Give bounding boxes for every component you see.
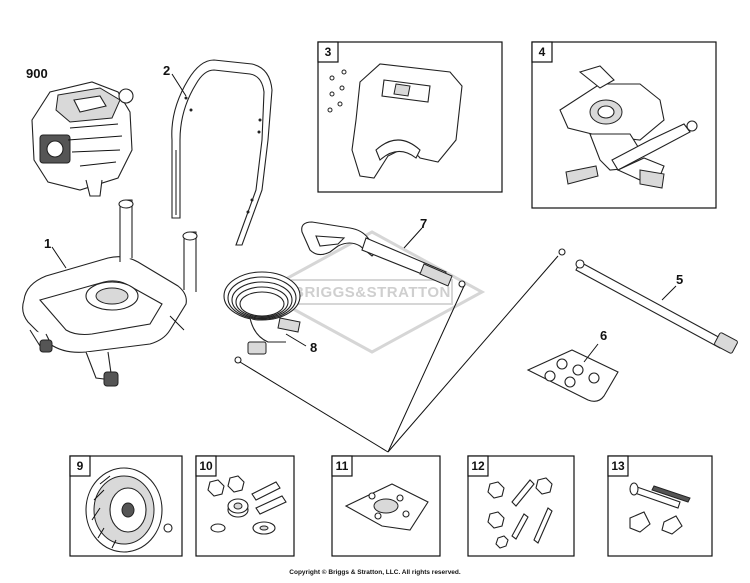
hardware-box-12: 12 [467, 455, 575, 557]
callout-hose: 8 [310, 340, 317, 355]
callout-wand: 5 [676, 272, 683, 287]
wheel-box: 9 [69, 455, 183, 557]
hardware-box-11: 11 [331, 455, 441, 557]
hose-part [223, 271, 301, 364]
hardware-box-10: 10 [195, 455, 295, 557]
callout-nozzles: 6 [600, 328, 607, 343]
bracket-kit-box: 3 [317, 41, 503, 193]
watermark-logo: BRIGGS&STRATTON [258, 230, 486, 354]
watermark-text: BRIGGS&STRATTON [293, 284, 451, 301]
hardware-box-13: 13 [607, 455, 713, 557]
frame-part [22, 199, 198, 387]
callout-gun: 7 [420, 216, 427, 231]
box-number-11: 11 [336, 459, 349, 473]
box-number-3: 3 [325, 45, 332, 59]
spray-gun-part [301, 221, 466, 288]
nozzle-holder-part [526, 349, 619, 402]
handle-part [171, 59, 273, 246]
box-number-10: 10 [199, 459, 213, 473]
box-number-13: 13 [611, 459, 625, 473]
box-number-4: 4 [539, 45, 546, 59]
box-number-12: 12 [471, 459, 485, 473]
callout-engine: 900 [26, 66, 48, 81]
copyright-notice: Copyright © Briggs & Stratton, LLC. All … [289, 569, 461, 576]
engine-part [31, 81, 134, 197]
callout-handle: 2 [163, 63, 170, 78]
box-number-9: 9 [77, 459, 84, 473]
wand-part [558, 248, 738, 354]
callout-frame: 1 [44, 236, 51, 251]
pump-box: 4 [531, 41, 717, 209]
